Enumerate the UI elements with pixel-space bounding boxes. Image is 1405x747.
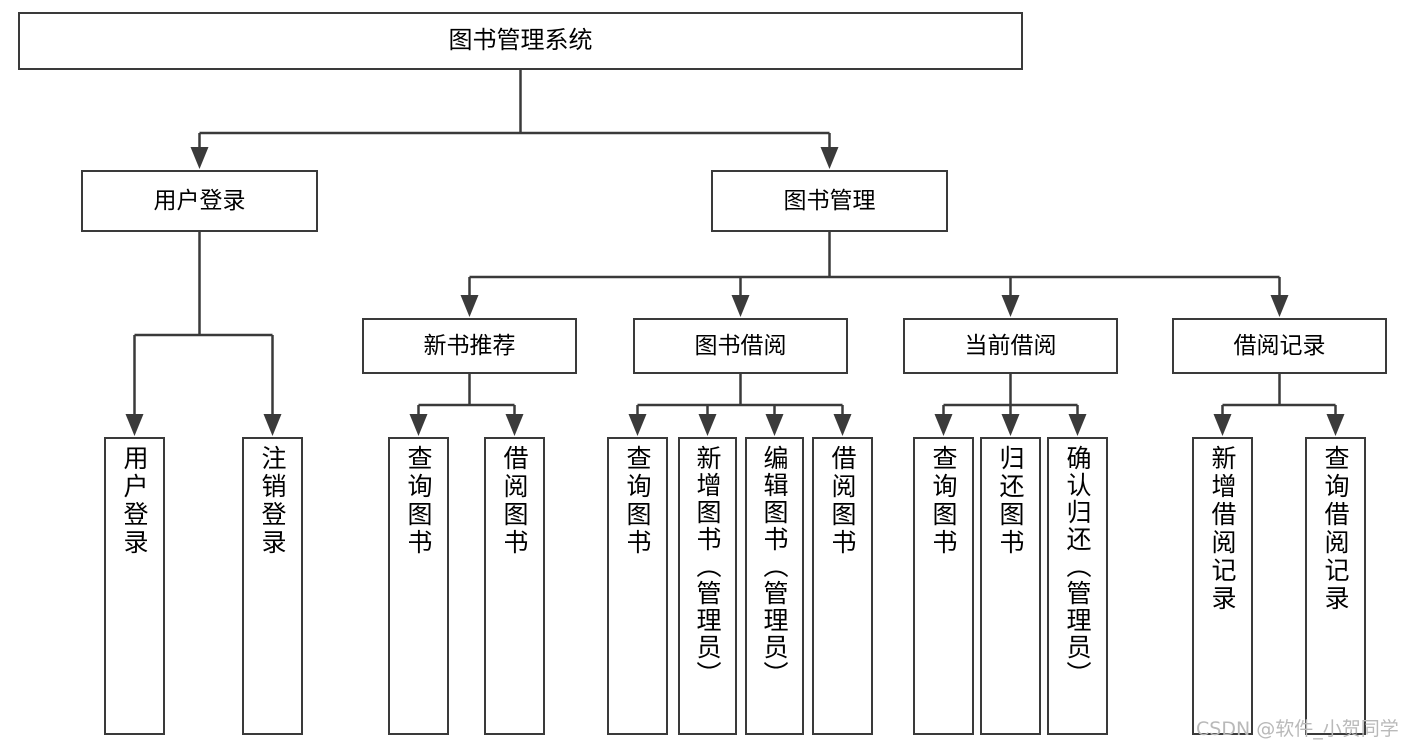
arrowhead-user-login (190, 147, 209, 169)
node-label-borrow-record: 借阅记录 (1233, 332, 1326, 359)
node-label-new-book-rec: 新书推荐 (423, 332, 516, 359)
arrowhead-leaf-return-book (1001, 414, 1020, 436)
arrowhead-current-borrow (1001, 295, 1020, 317)
node-leaf-query-record[interactable]: 查询借阅记录 (1305, 437, 1366, 735)
node-label-root: 图书管理系统 (448, 26, 593, 55)
arrowhead-new-book-rec (460, 295, 479, 317)
arrowhead-leaf-confirm-return (1068, 414, 1087, 436)
arrowhead-leaf-borrow-book-1 (505, 414, 524, 436)
node-label-leaf-borrow-book-1: 借阅图书 (500, 445, 529, 557)
node-leaf-query-book-3[interactable]: 查询图书 (913, 437, 974, 735)
node-label-leaf-edit-book: 编辑图书（管理员） (760, 445, 789, 688)
node-leaf-add-record[interactable]: 新增借阅记录 (1192, 437, 1253, 735)
arrowhead-leaf-query-record (1326, 414, 1345, 436)
arrowhead-leaf-query-book-3 (934, 414, 953, 436)
node-label-leaf-confirm-return: 确认归还（管理员） (1063, 445, 1092, 688)
arrowhead-leaf-borrow-book-2 (833, 414, 852, 436)
node-label-leaf-query-book-2: 查询图书 (623, 445, 652, 557)
node-label-book-manage: 图书管理 (783, 187, 876, 214)
node-leaf-add-book[interactable]: 新增图书（管理员） (678, 437, 737, 735)
node-new-book-rec[interactable]: 新书推荐 (362, 318, 577, 374)
node-book-borrow[interactable]: 图书借阅 (633, 318, 848, 374)
node-leaf-confirm-return[interactable]: 确认归还（管理员） (1047, 437, 1108, 735)
arrowhead-leaf-query-book-2 (628, 414, 647, 436)
node-leaf-edit-book[interactable]: 编辑图书（管理员） (745, 437, 804, 735)
node-leaf-logout[interactable]: 注销登录 (242, 437, 303, 735)
node-current-borrow[interactable]: 当前借阅 (903, 318, 1118, 374)
node-label-leaf-user-login: 用户登录 (120, 445, 149, 557)
node-label-leaf-add-record: 新增借阅记录 (1208, 445, 1237, 613)
arrowhead-leaf-add-record (1213, 414, 1232, 436)
node-leaf-user-login[interactable]: 用户登录 (104, 437, 165, 735)
arrowhead-leaf-logout (263, 414, 282, 436)
watermark-label: CSDN @软件_小贺同学 (1196, 718, 1399, 740)
arrowhead-leaf-query-book-1 (409, 414, 428, 436)
arrowhead-leaf-edit-book (765, 414, 784, 436)
arrowhead-book-manage (820, 147, 839, 169)
node-label-leaf-query-book-3: 查询图书 (929, 445, 958, 557)
node-label-leaf-query-record: 查询借阅记录 (1321, 445, 1350, 613)
arrowhead-leaf-add-book (698, 414, 717, 436)
node-label-leaf-return-book: 归还图书 (996, 445, 1025, 557)
arrowhead-borrow-record (1270, 295, 1289, 317)
node-label-current-borrow: 当前借阅 (964, 332, 1057, 359)
node-leaf-query-book-2[interactable]: 查询图书 (607, 437, 668, 735)
node-leaf-borrow-book-1[interactable]: 借阅图书 (484, 437, 545, 735)
arrowhead-leaf-user-login (125, 414, 144, 436)
node-book-manage[interactable]: 图书管理 (711, 170, 948, 232)
node-borrow-record[interactable]: 借阅记录 (1172, 318, 1387, 374)
node-label-leaf-borrow-book-2: 借阅图书 (828, 445, 857, 557)
arrowhead-book-borrow (731, 295, 750, 317)
node-leaf-borrow-book-2[interactable]: 借阅图书 (812, 437, 873, 735)
node-label-user-login: 用户登录 (153, 187, 246, 214)
node-root[interactable]: 图书管理系统 (18, 12, 1023, 70)
node-label-book-borrow: 图书借阅 (694, 332, 787, 359)
node-user-login[interactable]: 用户登录 (81, 170, 318, 232)
node-leaf-query-book-1[interactable]: 查询图书 (388, 437, 449, 735)
node-label-leaf-query-book-1: 查询图书 (404, 445, 433, 557)
node-label-leaf-logout: 注销登录 (258, 445, 287, 557)
node-leaf-return-book[interactable]: 归还图书 (980, 437, 1041, 735)
node-label-leaf-add-book: 新增图书（管理员） (693, 445, 722, 688)
